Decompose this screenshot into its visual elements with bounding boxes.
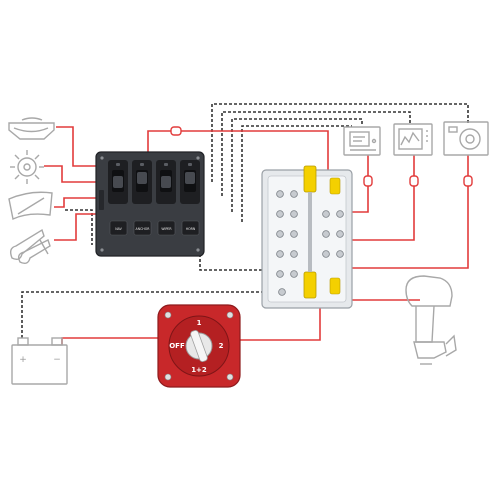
busbar-terminal-bottom bbox=[303, 271, 317, 299]
positive-wire-nav-light bbox=[56, 126, 96, 167]
positive-wire-radio bbox=[352, 155, 369, 213]
busbar-side-terminal-top bbox=[329, 177, 341, 195]
toggle-switch-4-led bbox=[188, 163, 192, 166]
battery-switch-screw bbox=[164, 373, 172, 381]
inline-fuses bbox=[170, 126, 473, 187]
toggle-switch-3-led bbox=[164, 163, 168, 166]
panel-screw bbox=[196, 156, 200, 160]
positive-wire-horn bbox=[54, 213, 96, 241]
position-label-2: 2 bbox=[219, 342, 224, 350]
fuse-radio bbox=[363, 175, 373, 187]
position-label-both: 1+2 bbox=[191, 366, 207, 374]
busbar-terminal-top bbox=[303, 165, 317, 193]
fuse-panel-feed bbox=[170, 126, 182, 136]
breaker-button-2[interactable]: ANCHOR bbox=[133, 220, 152, 236]
negative-wire-busbar-top-2 bbox=[221, 111, 411, 196]
battery-negative-label: − bbox=[53, 355, 61, 365]
fuse-block bbox=[261, 165, 353, 309]
stereo-icon bbox=[443, 121, 489, 156]
positive-wire-wiper bbox=[54, 197, 96, 208]
battery-icon: + − bbox=[11, 337, 68, 385]
negative-wire-battery bbox=[21, 291, 269, 338]
breaker-button-1[interactable]: NAV bbox=[109, 220, 128, 236]
negative-wires bbox=[21, 103, 469, 338]
positive-wire-chartplotter bbox=[352, 155, 415, 241]
breaker-label-2: ANCHOR bbox=[136, 227, 151, 231]
chartplotter-icon bbox=[393, 123, 433, 156]
fuse-stereo bbox=[463, 175, 473, 187]
wiper-icon bbox=[8, 191, 53, 221]
breaker-button-3[interactable]: WIPER bbox=[157, 220, 176, 236]
nav-light-icon bbox=[8, 117, 55, 140]
panel-screw bbox=[100, 156, 104, 160]
breaker-label-4: HORN bbox=[186, 227, 196, 231]
fuse-chartplotter bbox=[409, 175, 419, 187]
positive-wire-battery bbox=[61, 337, 160, 345]
negative-wire-busbar-top-1 bbox=[211, 103, 469, 182]
position-label-off: OFF bbox=[169, 342, 185, 350]
horn-icon bbox=[9, 228, 51, 265]
positive-wire-panel-feed bbox=[147, 130, 329, 170]
negative-wire-panel-link bbox=[199, 254, 262, 271]
position-label-1: 1 bbox=[197, 319, 202, 327]
positive-wire-stereo bbox=[352, 155, 469, 269]
panel-led-strip bbox=[99, 190, 104, 210]
breaker-label-1: NAV bbox=[115, 227, 122, 231]
toggle-switch-1[interactable] bbox=[108, 160, 128, 204]
battery-positive-label: + bbox=[19, 355, 27, 365]
panel-screw bbox=[196, 248, 200, 252]
toggle-switch-2[interactable] bbox=[132, 160, 152, 204]
negative-wire-busbar-top-3 bbox=[231, 118, 363, 212]
battery-selector-switch: 1 2 1+2 OFF bbox=[157, 304, 241, 388]
toggle-switch-4[interactable] bbox=[180, 160, 200, 204]
breaker-button-4[interactable]: HORN bbox=[181, 220, 200, 236]
panel-screw bbox=[100, 248, 104, 252]
radio-icon bbox=[343, 126, 381, 156]
battery-switch-screw bbox=[226, 311, 234, 319]
battery-switch-screw bbox=[164, 311, 172, 319]
negative-wire-busbar-top-4 bbox=[241, 125, 352, 222]
toggle-switch-3[interactable] bbox=[156, 160, 176, 204]
fuse-block-screws bbox=[276, 190, 344, 296]
wires bbox=[21, 103, 473, 345]
positive-wire-cabin-light bbox=[44, 165, 96, 183]
busbar-side-terminal-bottom bbox=[329, 277, 341, 295]
negative-wire-loads-left bbox=[65, 209, 93, 245]
positive-wire-busbar-switch bbox=[238, 302, 321, 341]
toggle-switch-2-led bbox=[140, 163, 144, 166]
battery-switch-knob[interactable] bbox=[185, 330, 213, 363]
outboard-motor-icon bbox=[405, 275, 457, 365]
breaker-label-3: WIPER bbox=[161, 227, 172, 231]
toggle-switch-1-led bbox=[116, 163, 120, 166]
switch-panel: NAV ANCHOR WIPER HORN bbox=[95, 151, 205, 257]
cabin-light-icon bbox=[10, 150, 44, 184]
busbar-strip bbox=[308, 192, 312, 272]
battery-switch-screw bbox=[226, 373, 234, 381]
